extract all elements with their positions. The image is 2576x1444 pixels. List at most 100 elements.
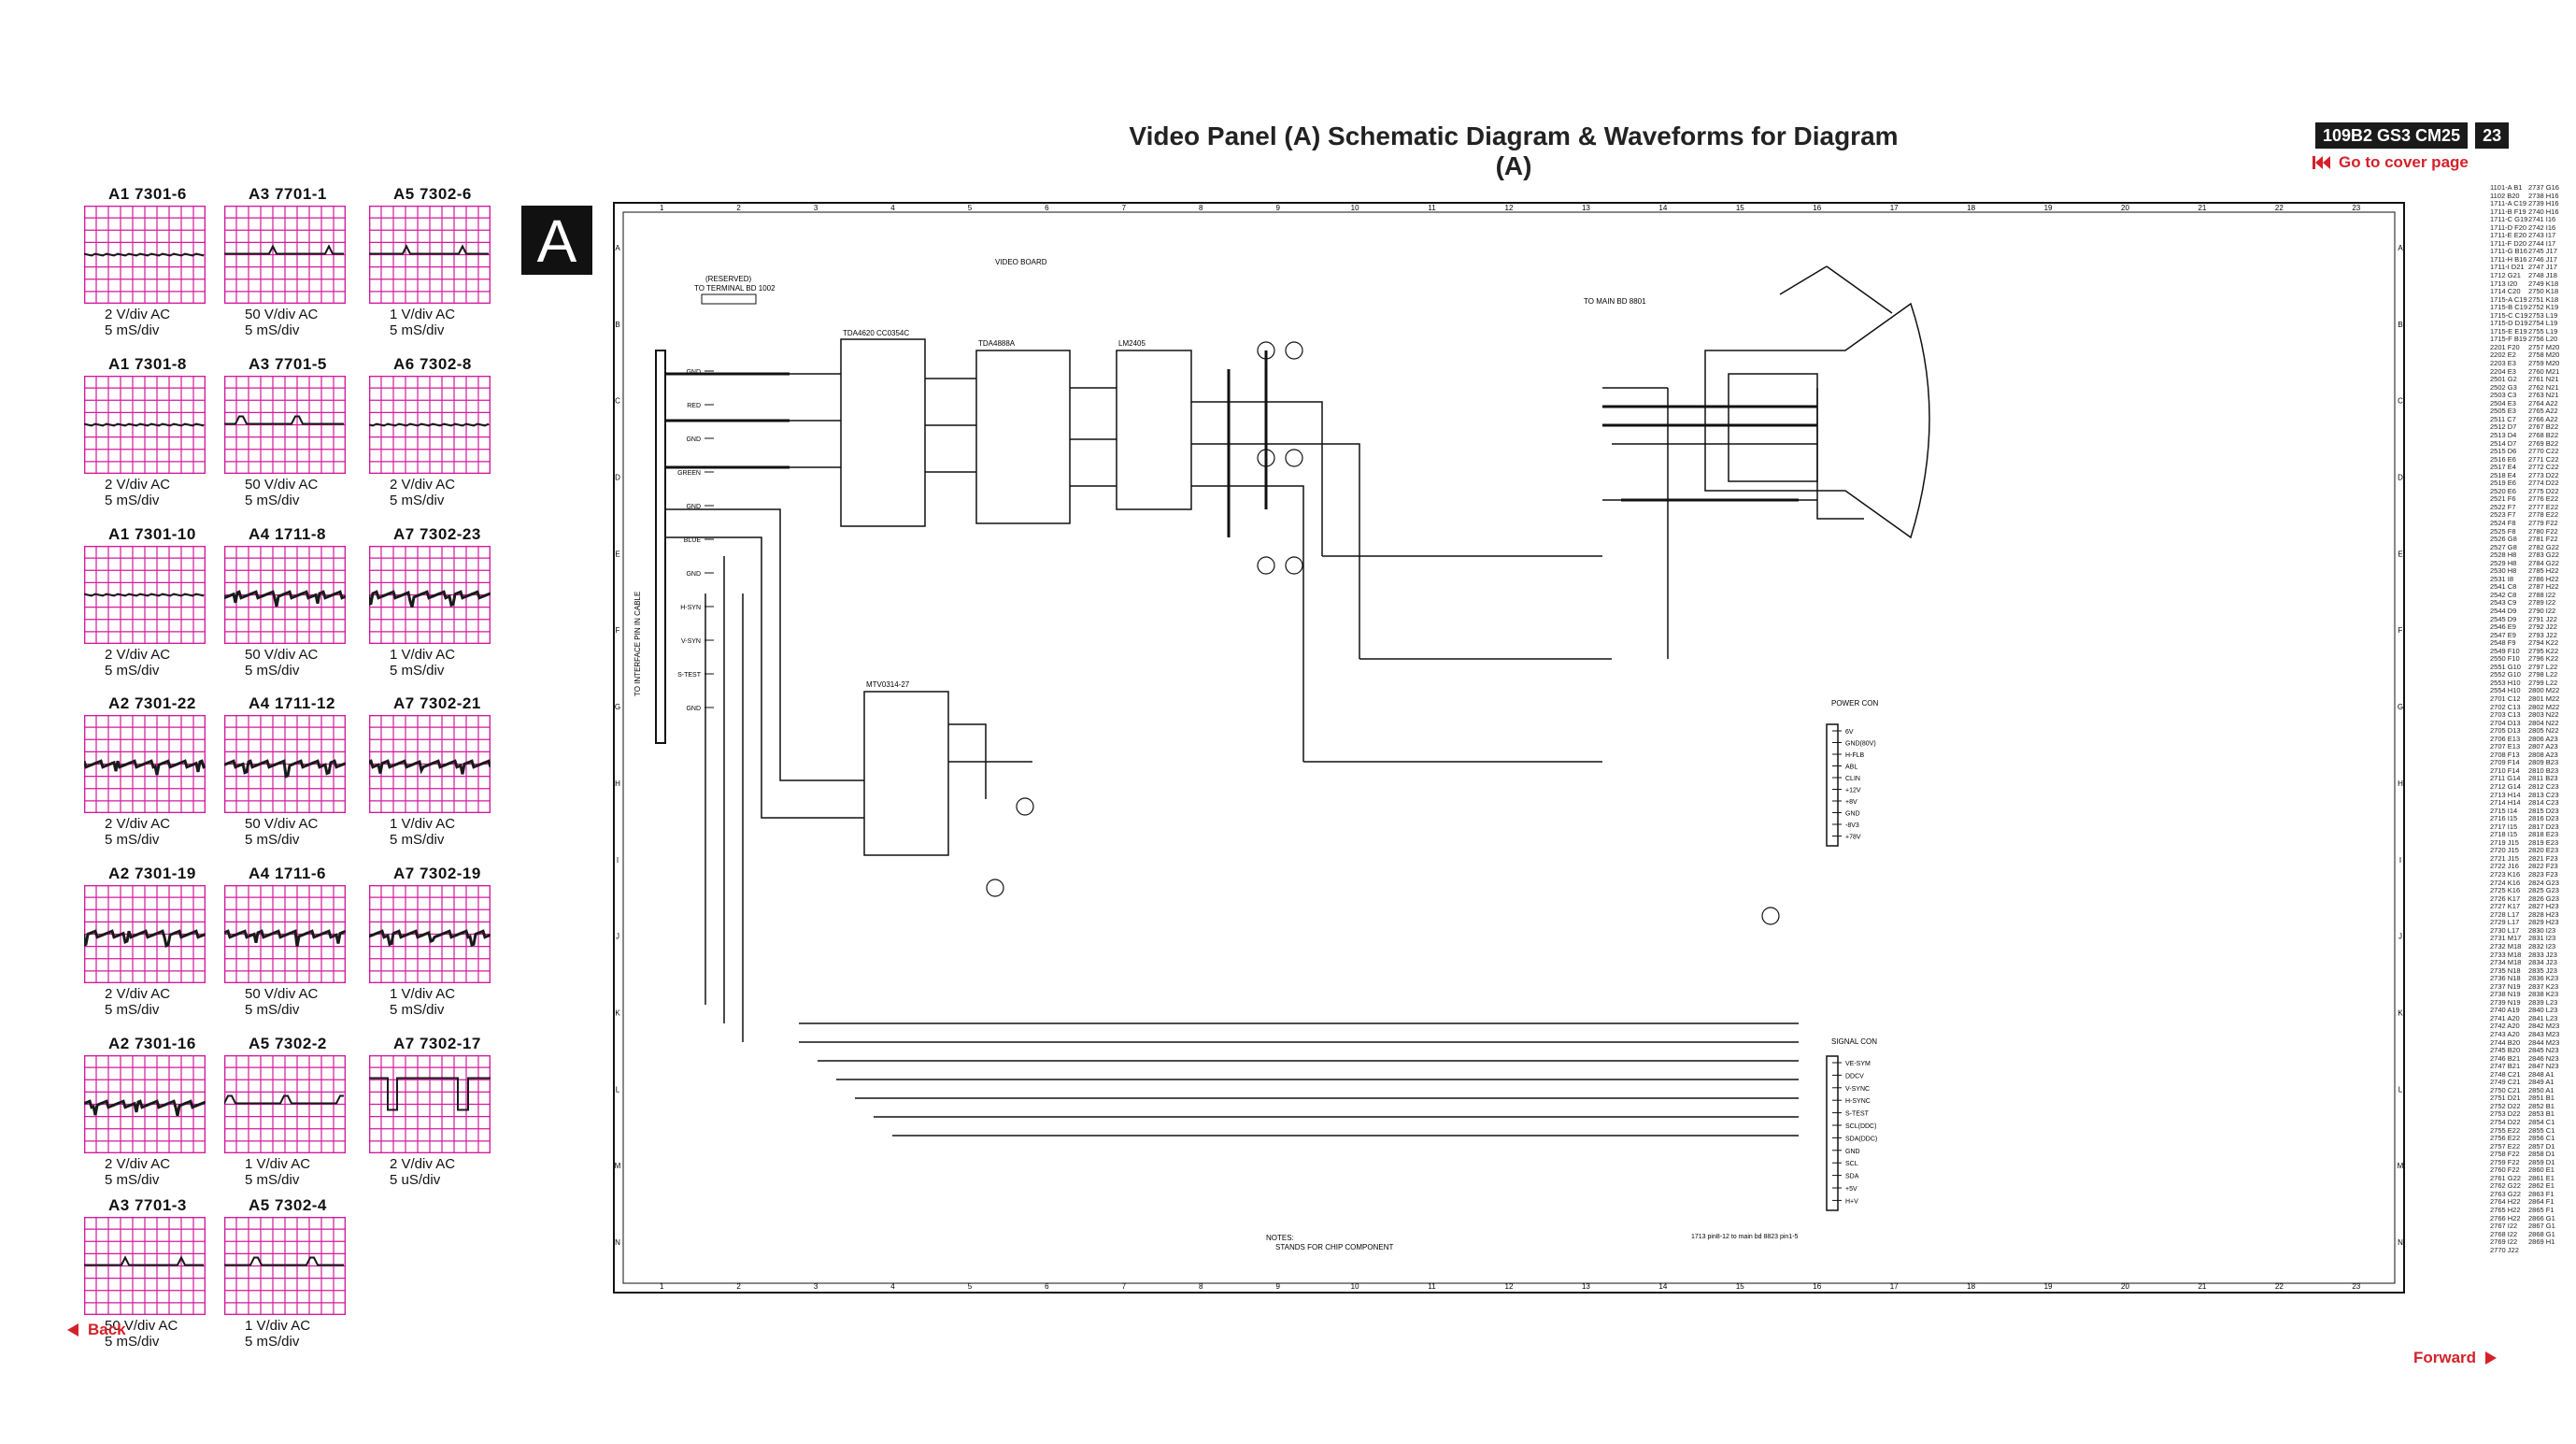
volts-per-div: 50 V/div AC [105, 1318, 178, 1334]
row-label: G [615, 703, 620, 711]
time-per-div: 5 mS/div [245, 493, 300, 508]
scope-graticule [84, 1055, 206, 1153]
scope-screen [224, 715, 346, 813]
go-to-cover-label: Go to cover page [2339, 153, 2469, 171]
power-connector [1826, 723, 1839, 847]
forward-link[interactable]: Forward [2413, 1349, 2498, 1367]
row-label: M [615, 1162, 621, 1170]
go-to-cover-link[interactable]: Go to cover page [2313, 153, 2469, 172]
volts-per-div: 1 V/div AC [245, 1156, 311, 1172]
column-label: 20 [2121, 204, 2129, 212]
waveform-trace [224, 244, 344, 255]
scope-graticule [369, 715, 491, 813]
ic-lm2405 [1116, 350, 1192, 510]
forward-label: Forward [2413, 1349, 2477, 1366]
row-label: I [617, 856, 619, 865]
row-label: E [2398, 550, 2402, 558]
pin-label: +8V [1845, 799, 1857, 806]
model-badge: 109B2 GS3 CM25 23 [2315, 122, 2510, 149]
row-label: M [2398, 1162, 2404, 1170]
back-link[interactable]: Back [67, 1321, 126, 1339]
column-label: 15 [1736, 204, 1744, 212]
pin-label: SDA(DDC) [1845, 1136, 1877, 1142]
waveform-label: A7 7302-17 [393, 1035, 481, 1052]
ic-lm2405-label: LM2405 [1118, 339, 1146, 348]
volts-per-div: 50 V/div AC [245, 816, 319, 832]
scope-screen [369, 376, 491, 474]
column-label: 4 [890, 204, 895, 212]
signal-pins: VE-SYMDDCVV-SYNCH-SYNCS-TESTSCL(DDC)SDA(… [1832, 1061, 1877, 1205]
parts-list-col1: 1101-A B1 1102 B20 1711-A C19 1711-B F19… [2490, 183, 2528, 1254]
pin-label: +12V [1845, 788, 1861, 794]
scope-screen [224, 376, 346, 474]
model-name: 109B2 GS3 CM25 [2315, 122, 2469, 149]
ic-tda4620-label: TDA4620 CC0354C [843, 329, 909, 337]
column-label: 9 [1275, 204, 1280, 212]
time-per-div: 5 mS/div [105, 1002, 160, 1018]
footer-note: 1713 pin8-12 to main bd 8823 pin1-5 [1691, 1234, 1799, 1240]
scope-screen [369, 1055, 491, 1153]
column-label: 13 [1582, 204, 1590, 212]
pin-label: S-TEST [677, 672, 702, 679]
waveform-label: A3 7701-5 [249, 355, 327, 373]
reserved-label: (RESERVED) [705, 275, 752, 283]
column-label: 8 [1199, 1282, 1203, 1291]
pin-label: GND(80V) [1845, 741, 1876, 748]
volts-per-div: 1 V/div AC [390, 647, 456, 663]
time-per-div: 5 mS/div [390, 493, 445, 508]
column-label: 5 [968, 204, 973, 212]
pin-label: +5V [1845, 1186, 1857, 1193]
scope-graticule [84, 376, 206, 474]
pin-label: GREEN [677, 470, 701, 477]
scope-graticule [224, 1055, 346, 1153]
interface-label: TO INTERFACE PIN IN CABLE [633, 592, 642, 696]
column-label: 22 [2275, 1282, 2284, 1291]
column-label: 17 [1890, 1282, 1899, 1291]
waveform-label: A2 7301-19 [108, 865, 196, 882]
section-letter: A [521, 206, 592, 275]
terminal-label: TO TERMINAL BD 1002 [694, 284, 776, 293]
pin-label: GND [686, 571, 701, 578]
pin-label: SCL(DDC) [1845, 1123, 1876, 1130]
row-label: D [2398, 474, 2403, 482]
waveform-label: A4 1711-12 [249, 694, 335, 712]
waveform-trace [224, 929, 346, 947]
column-label: 23 [2352, 204, 2360, 212]
transistors [986, 341, 1780, 925]
scope-graticule [84, 206, 206, 304]
row-label: G [2398, 703, 2403, 711]
column-label: 4 [890, 1282, 895, 1291]
pin-label: ABL [1845, 765, 1857, 771]
pin-label: GND [1845, 811, 1860, 818]
pin-label: +78V [1845, 835, 1861, 841]
row-label: C [2398, 397, 2403, 406]
time-per-div: 5 uS/div [390, 1172, 441, 1188]
pin-label: GND [686, 436, 701, 443]
waveform-label: A1 7301-10 [108, 525, 196, 543]
ic-tda4888 [975, 350, 1071, 524]
column-ticks: 1122334455667788991010111112121313141415… [660, 204, 2361, 1291]
pin-label: S-TEST [1845, 1111, 1870, 1118]
pin-label: 6V [1845, 729, 1854, 736]
row-label: N [615, 1238, 620, 1247]
pin-label: GND [686, 706, 701, 712]
time-per-div: 5 mS/div [390, 1002, 445, 1018]
waveform-label: A5 7302-6 [393, 185, 472, 203]
time-per-div: 5 mS/div [245, 1334, 300, 1350]
